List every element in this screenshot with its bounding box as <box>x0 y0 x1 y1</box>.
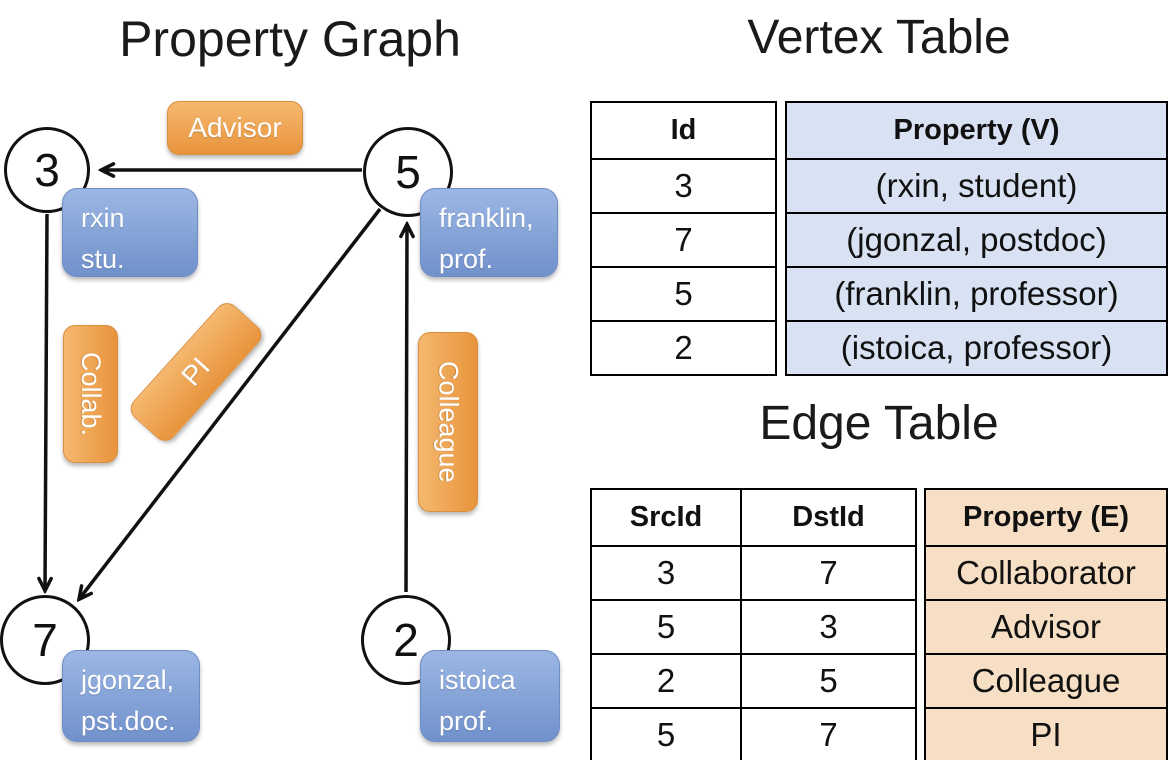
edge-table-header-property: Property (E) <box>963 501 1129 533</box>
vertex-property-rxin: rxin stu. <box>62 188 198 277</box>
edge-srcid-cell: 5 <box>592 599 740 653</box>
vertex-id-cell: 3 <box>592 158 775 212</box>
vertex-property-line: prof. <box>439 705 494 736</box>
node-2: 2 <box>361 595 451 685</box>
node-3-id: 3 <box>34 144 60 196</box>
vertex-property-cell: (jgonzal, postdoc) <box>787 212 1166 266</box>
edge-dstid-cell: 5 <box>740 653 915 707</box>
vertex-property-line: stu. <box>81 243 125 274</box>
edge-dstid-cell: 3 <box>740 599 915 653</box>
vertex-table: Id 3 7 5 2 Property (V) (rxin, student) … <box>590 101 1168 376</box>
edge-dstid-cell: 7 <box>740 707 915 760</box>
node-5-id: 5 <box>395 146 421 198</box>
edge-collab-arrow <box>45 213 47 589</box>
vertex-table-property-column: Property (V) (rxin, student) (jgonzal, p… <box>785 101 1168 376</box>
vertex-id-cell: 7 <box>592 212 775 266</box>
edge-srcid-cell: 5 <box>592 707 740 760</box>
edge-table: SrcId DstId 3 7 5 3 2 5 5 7 Property (E)… <box>590 488 1168 760</box>
vertex-property-line: istoica <box>439 665 516 695</box>
edge-table-header-dstid: DstId <box>740 490 915 545</box>
vertex-property-line: franklin, <box>439 203 534 233</box>
vertex-table-title: Vertex Table <box>747 11 1011 64</box>
node-5: 5 <box>363 127 453 217</box>
vertex-table-header-property: Property (V) <box>893 114 1060 146</box>
edge-label-colleague: Colleague <box>418 332 478 512</box>
vertex-property-line: rxin <box>81 203 125 233</box>
vertex-property-line: jgonzal, <box>81 665 175 695</box>
edge-property-cell: Colleague <box>926 653 1166 707</box>
tables-panel: Vertex Table Id 3 7 5 2 Property (V) (rx… <box>590 0 1168 760</box>
edge-table-ids-column: SrcId DstId 3 7 5 3 2 5 5 7 <box>590 488 917 760</box>
edge-label-advisor: Advisor <box>167 101 303 155</box>
edge-label-collab: Collab. <box>63 325 118 463</box>
edge-srcid-cell: 3 <box>592 545 740 599</box>
vertex-property-istoica: istoica prof. <box>420 650 560 742</box>
vertex-property-cell: (istoica, professor) <box>787 320 1166 374</box>
edge-table-header-srcid: SrcId <box>629 501 703 533</box>
vertex-table-id-column: Id 3 7 5 2 <box>590 101 777 376</box>
edge-srcid-cell: 2 <box>592 653 740 707</box>
edge-table-title: Edge Table <box>759 397 999 450</box>
node-7-id: 7 <box>32 614 58 666</box>
edge-table-property-column: Property (E) Collaborator Advisor Collea… <box>924 488 1168 760</box>
vertex-property-cell: (franklin, professor) <box>787 266 1166 320</box>
vertex-property-franklin: franklin, prof. <box>420 188 558 277</box>
edge-dstid-cell: 7 <box>740 545 915 599</box>
vertex-property-jgonzal: jgonzal, pst.doc. <box>62 650 200 742</box>
property-graph-panel: Property Graph 3 5 7 2 rxin <box>0 0 580 760</box>
edge-property-cell: Collaborator <box>926 545 1166 599</box>
property-graph-title: Property Graph <box>119 11 461 67</box>
edge-pi-arrow <box>80 207 382 598</box>
edge-property-cell: PI <box>926 707 1166 760</box>
vertex-id-cell: 5 <box>592 266 775 320</box>
graph-edges-layer <box>0 0 580 760</box>
vertex-property-cell: (rxin, student) <box>787 158 1166 212</box>
node-2-id: 2 <box>393 614 419 666</box>
edge-colleague-arrow <box>406 226 407 593</box>
vertex-property-line: prof. <box>439 243 494 274</box>
vertex-id-cell: 2 <box>592 320 775 374</box>
edge-property-cell: Advisor <box>926 599 1166 653</box>
vertex-table-header-id: Id <box>670 114 697 146</box>
vertex-property-line: pst.doc. <box>81 705 176 736</box>
